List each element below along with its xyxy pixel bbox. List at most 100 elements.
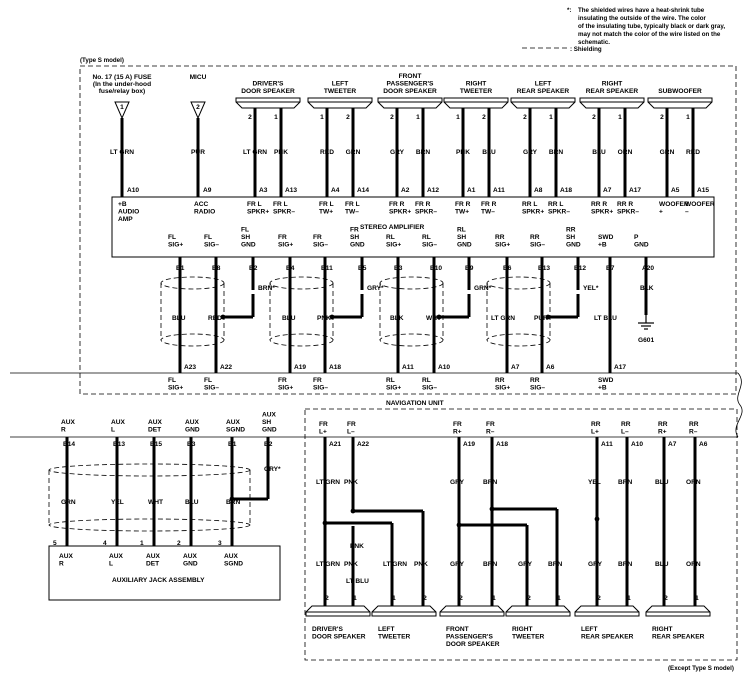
top-speaker-wire-color: GRY — [523, 149, 538, 156]
amp-input-label: SIG+ — [168, 242, 183, 249]
bottom-speaker-wire-color: GRY — [588, 561, 603, 568]
top-speaker-wire-color: PNK — [274, 149, 288, 156]
nav-output-label: RR — [621, 421, 631, 428]
nav-output-label: L+ — [319, 429, 327, 436]
aux-wire-color: YEL — [111, 499, 124, 506]
source-label-1: MICU — [190, 74, 207, 81]
amp-input-wire-color: BLK — [390, 315, 404, 322]
top-speaker-wire-color: PNK — [456, 149, 470, 156]
nav-output-conn: A10 — [631, 441, 643, 448]
bottom-speaker-label-2: DOOR SPEAKER — [446, 641, 500, 648]
top-speaker-conn: A4 — [331, 187, 340, 194]
top-speaker-wire-color: BRN — [549, 149, 564, 156]
top-speaker-label-2: PASSENGER'S — [387, 81, 434, 88]
bottom-speaker-label-5: REAR SPEAKER — [652, 634, 705, 641]
junction-wire-color: PNK — [350, 543, 364, 550]
top-speaker-pin: 2 — [390, 114, 394, 121]
nav-pin-label: SIG+ — [386, 385, 401, 392]
top-speaker-wire-color: GRN — [346, 149, 361, 156]
nav-output-label: L– — [621, 429, 629, 436]
aux-jack-pin: 3 — [218, 540, 222, 547]
top-speaker-label-2: FRONT — [399, 73, 422, 80]
amp-input-label: RR — [495, 234, 505, 241]
source-pin-0: 1 — [120, 104, 124, 111]
amp-input-wire-color: BLU — [282, 315, 296, 322]
aux-shield-cylinder — [48, 463, 251, 532]
svg-text:schematic.: schematic. — [578, 39, 610, 46]
amp-speaker-pin: – — [685, 209, 689, 216]
amp-input-wire-color: WHT — [426, 315, 441, 322]
navigation-unit-frame — [304, 408, 738, 661]
amp-input-wire-color: LT GRN — [491, 315, 515, 322]
amp-speaker-pin: RR R — [591, 201, 607, 208]
aux-jack-pin-label: L — [109, 561, 113, 568]
top-speaker-wire-color: GRN — [660, 149, 675, 156]
nav-output-conn: A7 — [668, 441, 677, 448]
amp-speaker-pin: TW+ — [455, 209, 469, 216]
top-speaker-label-3: RIGHT — [466, 81, 487, 88]
source-wire-color-1: PUR — [191, 149, 205, 156]
amp-input-label: SIG+ — [495, 242, 510, 249]
bottom-speaker-pin: 1 — [492, 595, 496, 602]
top-speaker-wire-color: RED — [686, 149, 700, 156]
amp-speaker-pin: SPKR+ — [247, 209, 269, 216]
shield-cylinder-3 — [486, 276, 551, 347]
bottom-speaker-wire-color: LT GRN — [383, 561, 407, 568]
bottom-speaker-wire-color: BLU — [655, 561, 669, 568]
top-speaker-conn: A7 — [603, 187, 612, 194]
svg-text:of the insulating tube, typica: of the insulating tube, typically black … — [578, 23, 725, 30]
nav-conn: A19 — [294, 364, 306, 371]
bottom-speaker-pin: 2 — [325, 595, 329, 602]
top-speaker-label-6: SUBWOOFER — [658, 88, 702, 95]
amp-input-label: GND — [350, 242, 365, 249]
bottom-speaker-pin: 2 — [597, 595, 601, 602]
amp-input-label: SIG– — [204, 242, 219, 249]
top-speaker-pin: 2 — [592, 114, 596, 121]
source-pin-1: 2 — [196, 104, 200, 111]
bottom-speaker-0 — [305, 605, 371, 617]
bottom-speaker-wire-color: ORN — [686, 561, 701, 568]
top-speaker-5 — [579, 97, 645, 109]
amp-speaker-pin: FR R — [415, 201, 431, 208]
nav-output-label: R+ — [453, 429, 462, 436]
top-speaker-pin: 1 — [456, 114, 460, 121]
nav-output-wire-color: BRN — [618, 479, 633, 486]
aux-jack-label: AUXILIARY JACK ASSEMBLY — [112, 577, 205, 584]
source-conn-1: A9 — [203, 187, 212, 194]
shield-junction — [545, 314, 551, 320]
nav-output-label: FR — [347, 421, 356, 428]
top-speaker-conn: A12 — [427, 187, 439, 194]
aux-jack-pin-label: GND — [183, 561, 198, 568]
bottom-speaker-3 — [505, 605, 571, 617]
bottom-speaker-label-2: PASSENGER'S — [446, 634, 493, 641]
top-speaker-3 — [443, 97, 509, 109]
nav-pin-label: FR — [278, 377, 287, 384]
amp-speaker-pin: FR L — [247, 201, 262, 208]
amp-input-label: +B — [598, 242, 607, 249]
amp-input-label: FL — [168, 234, 176, 241]
bottom-speaker-wire-color: BRN — [483, 561, 498, 568]
amp-input-conn: B11 — [321, 265, 333, 272]
top-speaker-2 — [377, 97, 443, 109]
amp-input-label: SIG+ — [386, 242, 401, 249]
aux-nav-conn: B14 — [63, 441, 75, 448]
ground-label: G601 — [638, 337, 654, 344]
bottom-speaker-pin: 1 — [557, 595, 561, 602]
amp-input-label: SIG+ — [278, 242, 293, 249]
bottom-speaker-wire-color: BRN — [618, 561, 633, 568]
nav-output-label: RR — [591, 421, 601, 428]
bottom-speaker-pin: 1 — [353, 595, 357, 602]
aux-jack-pin-label: AUX — [59, 553, 74, 560]
bottom-speaker-label-3: TWEETER — [512, 634, 544, 641]
amp-input-label: SH — [457, 234, 466, 241]
navigation-unit-label: NAVIGATION UNIT — [386, 400, 444, 407]
amp-input-label: RL — [457, 227, 466, 234]
aux-jack-pin-label: AUX — [109, 553, 124, 560]
bottom-speaker-pin: 2 — [664, 595, 668, 602]
amp-speaker-pin: WOOFER — [659, 201, 689, 208]
shield-cylinder-0 — [160, 276, 225, 347]
shield-wire-color: GRN* — [474, 285, 492, 292]
amp-input-label: SH — [350, 234, 359, 241]
nav-pin-label: SWD — [598, 377, 614, 384]
top-speaker-conn: A3 — [259, 187, 268, 194]
